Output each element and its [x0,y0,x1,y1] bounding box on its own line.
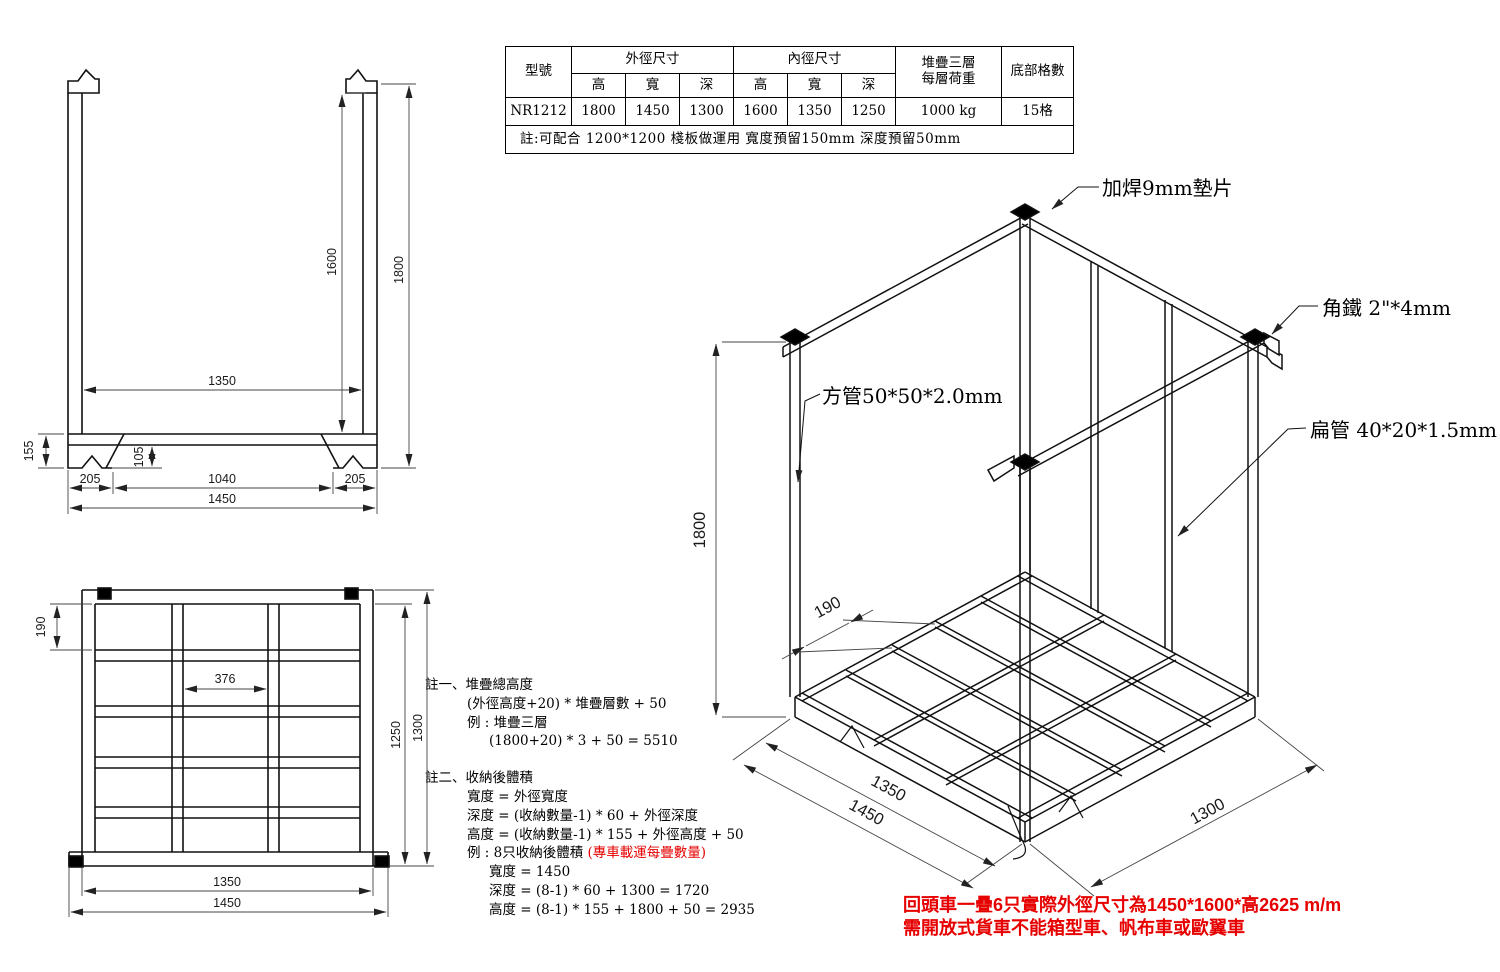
cell-model: NR1212 [505,97,572,126]
sub-header: 深 [679,73,734,98]
note-line: 高度 = (8-1) * 155 + 1800 + 50 = 2935 [489,901,755,918]
top-view-dim-texts: 190 376 1250 1300 1350 1450 [34,617,425,910]
sub-header: 寬 [625,73,680,98]
note-red-parenthetical: (專車載運每疊數量) [587,845,707,862]
note-line: 寬度 = 1450 [489,864,571,881]
top-view [68,587,390,868]
cell-outer-h: 1800 [571,97,626,126]
warning-line1: 回頭車一疊6只實際外徑尺寸為1450*1600*高2625 m/m [903,895,1342,915]
col-outer-header: 外徑尺寸 [571,46,734,74]
dim-iso-outer-depth: 1300 [1187,795,1228,828]
table-row: NR1212 1800 1450 1300 1600 1350 1250 100… [505,97,1074,126]
dim-front-right-offset: 205 [345,472,366,486]
cell-inner-w: 1350 [787,97,842,126]
front-view [67,68,378,469]
weld-pad [1009,203,1041,221]
left-post-cap [67,68,100,94]
weld-pad [779,328,811,346]
col-load-header: 堆疊三層 每層荷重 [895,46,1002,98]
dim-front-inner-width: 1350 [208,374,236,388]
dim-iso-inner-width: 1350 [868,772,909,805]
corner-pad [68,855,84,868]
corner-pad [97,587,112,600]
dim-front-foot-height: 105 [132,447,146,468]
dim-front-left-offset: 205 [80,472,101,486]
dim-top-center-cell: 376 [215,672,236,686]
notes-block: 註一、堆疊總高度 (外徑高度+20) * 堆疊層數 + 50 例 : 堆疊三層 … [425,676,755,920]
cell-outer-w: 1450 [625,97,680,126]
note-line: 寬度 = 外徑寬度 [467,788,568,805]
dim-iso-rail-gap: 190 [811,593,844,622]
note-line: 深度 = (收納數量-1) * 60 + 外徑深度 [467,807,698,824]
col-model-header: 型號 [505,46,572,98]
warning-line2: 需開放式貨車不能箱型車、帆布車或歐翼車 [903,918,1245,938]
weld-pad [1239,328,1271,346]
front-view-dims [38,83,416,514]
cell-inner-h: 1600 [733,97,788,126]
front-view-dim-texts: 1350 1600 1800 155 105 205 1040 205 1450 [22,248,406,506]
col-inner-header: 內徑尺寸 [733,46,896,74]
note-line: 高度 = (收納數量-1) * 155 + 外徑高度 + 50 [467,826,744,843]
weld-pad [1009,453,1041,471]
iso-callout-leaders [795,186,1318,537]
cell-grid-count: 15格 [1001,97,1074,126]
load-header-line2: 每層荷重 [921,71,976,87]
callout-flat-tube: 扁管 40*20*1.5mm [1310,418,1497,442]
iso-view-dims [712,341,1325,897]
dim-front-outer-width: 1450 [208,492,236,506]
dim-top-inner-width: 1350 [213,875,241,889]
note-line: 例 : 堆疊三層 [467,714,548,731]
spec-table: 型號 外徑尺寸 內徑尺寸 堆疊三層 每層荷重 底部格數 高 寬 深 高 寬 深 … [505,46,1074,154]
sub-header: 寬 [787,73,842,98]
callout-angle-iron: 角鐵 2"*4mm [1322,296,1451,320]
note-line: (1800+20) * 3 + 50 = 5510 [489,733,678,750]
dim-top-inner-depth: 1250 [389,721,403,749]
load-header-line1: 堆疊三層 [921,55,976,72]
sub-header: 高 [571,73,626,98]
top-view-dims [50,589,434,917]
corner-pad [374,855,390,868]
dim-front-inner-height: 1600 [325,248,339,276]
dim-front-center-span: 1040 [208,472,236,486]
note-line: 註一、堆疊總高度 [425,677,533,693]
callout-square-tube: 方管50*50*2.0mm [822,384,1003,408]
note-line: 深度 = (8-1) * 60 + 1300 = 1720 [489,882,710,899]
cell-inner-d: 1250 [841,97,896,126]
cell-load: 1000 kg [895,97,1002,126]
right-post-cap [345,68,378,94]
dim-front-base-height: 155 [22,441,36,462]
cell-outer-d: 1300 [679,97,734,126]
sub-header: 深 [841,73,896,98]
table-note: 註:可配合 1200*1200 棧板做運用 寬度預留150mm 深度預留50mm [505,125,1074,154]
dim-iso-height: 1800 [691,512,709,549]
dim-top-outer-width: 1450 [213,896,241,910]
note-line: 註二、收納後體積 [425,770,533,787]
note-example-label: 例 : 8只收納後體積 [467,845,588,862]
callout-weld-pad: 加焊9mm墊片 [1102,176,1233,200]
sub-header: 高 [733,73,788,98]
corner-pad [344,587,359,600]
note-line: 例 : 8只收納後體積 (專車載運每疊數量) [467,844,755,863]
dim-top-rail-gap: 190 [34,617,48,638]
warning-text: 回頭車一疊6只實際外徑尺寸為1450*1600*高2625 m/m 需開放式貨車… [903,894,1341,940]
note-line: (外徑高度+20) * 堆疊層數 + 50 [467,695,667,712]
iso-view-dim-texts: 1800 190 1350 1450 1300 [691,512,1228,830]
iso-view [779,203,1283,860]
dim-front-outer-height: 1800 [392,256,406,284]
dim-top-outer-depth: 1300 [411,714,425,742]
dim-iso-outer-width: 1450 [846,796,887,829]
note-spacer [425,751,755,769]
col-grid-header: 底部格數 [1001,46,1074,98]
